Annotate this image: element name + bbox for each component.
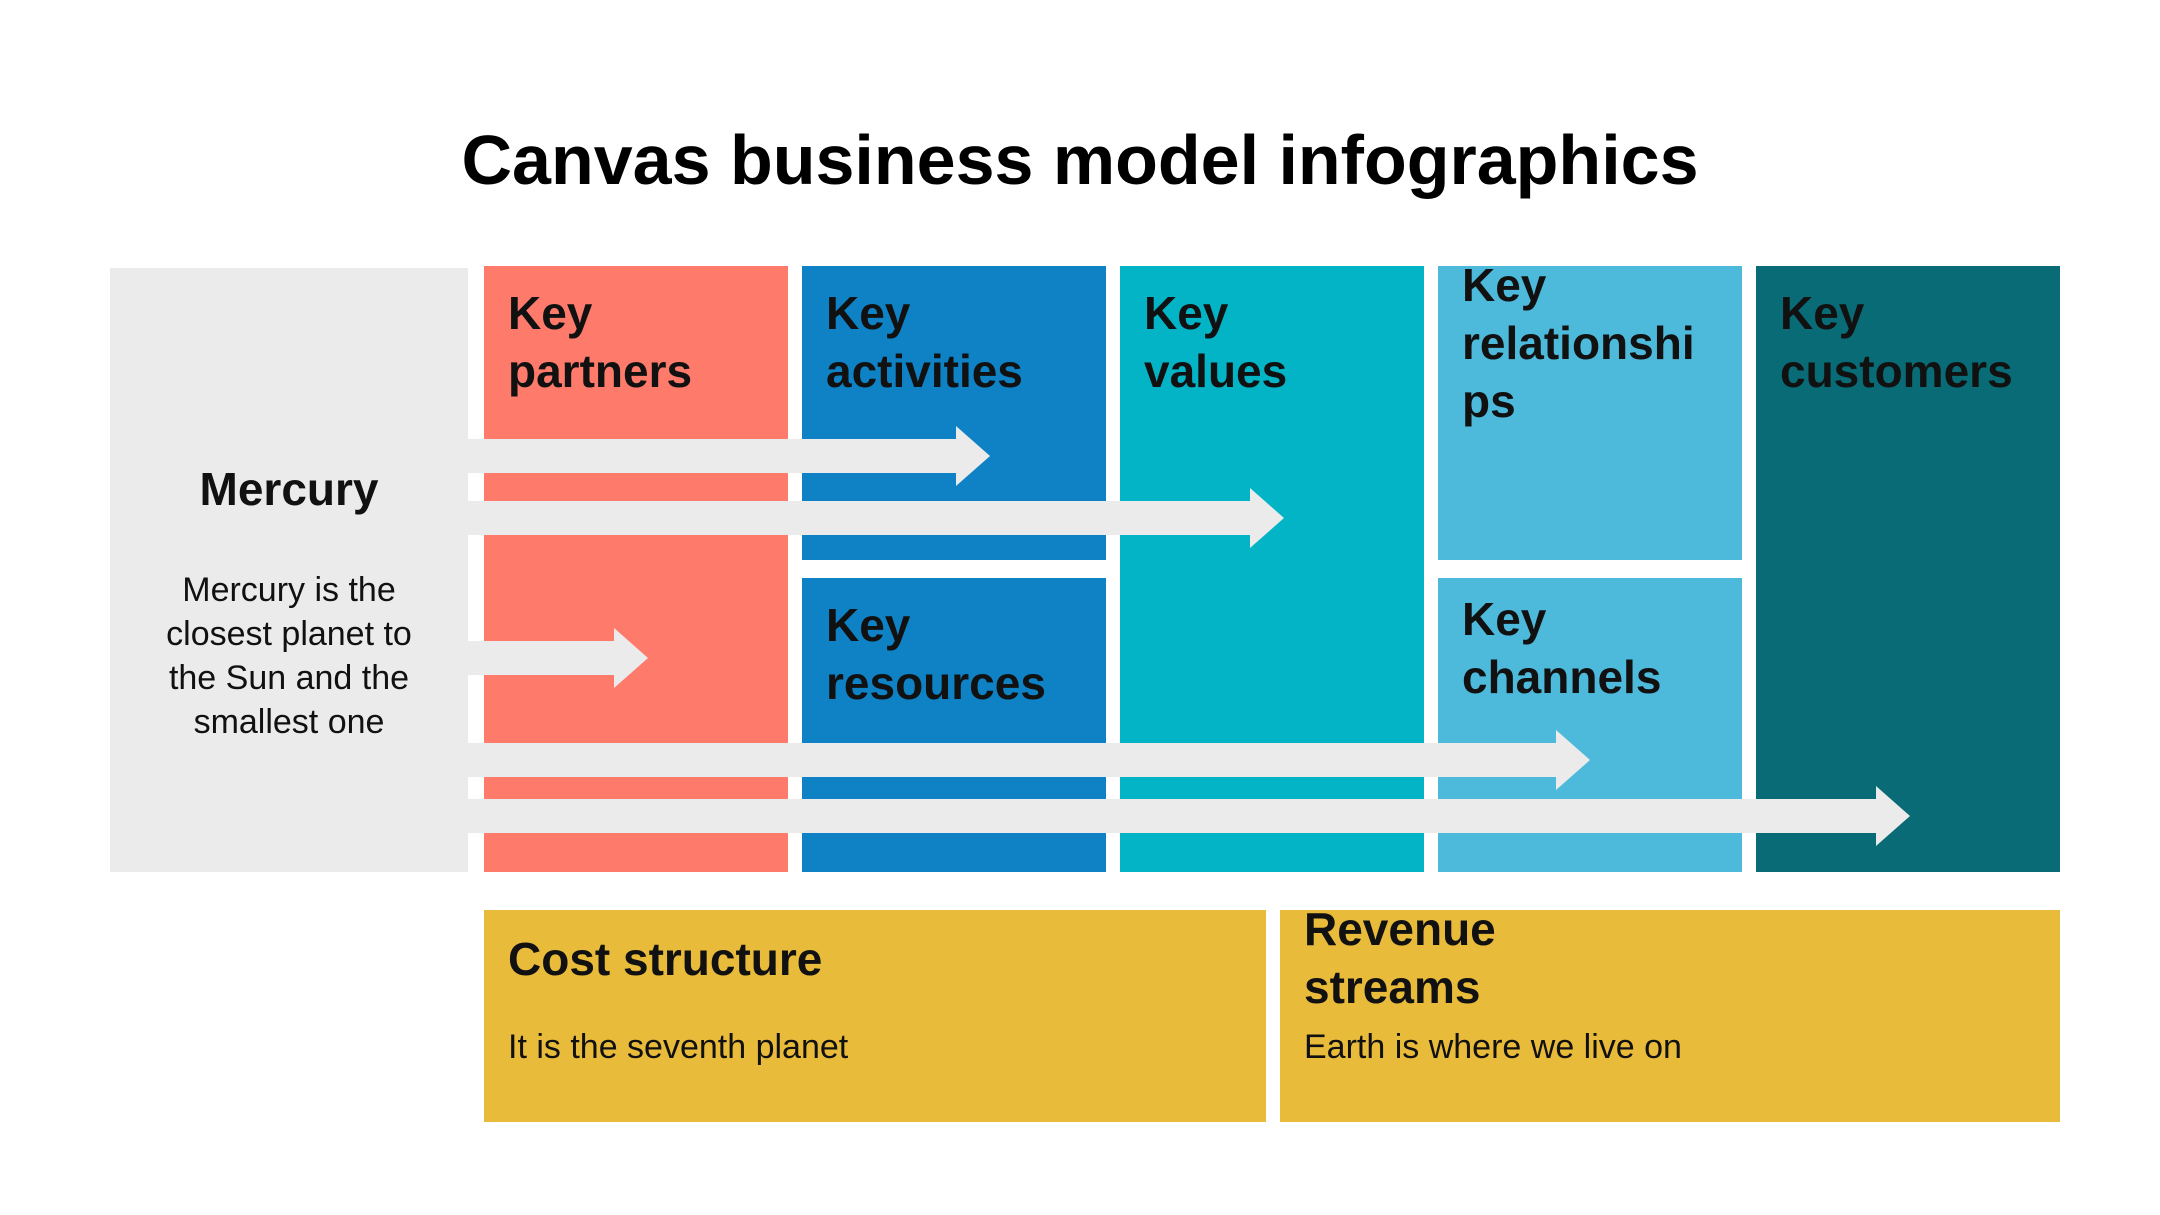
block-cost-structure-label: Cost structure: [508, 933, 823, 985]
block-revenue-streams-label: Revenue streams: [1304, 903, 1496, 1013]
arrow-to-key-customers: [468, 786, 1910, 846]
block-key-resources-label: Key resources: [826, 599, 1046, 709]
block-revenue-streams: Revenue streams Earth is where we live o…: [1280, 903, 2060, 1122]
block-key-channels-label: Key channels: [1462, 593, 1662, 703]
sidebar-title: Mercury: [199, 463, 379, 515]
block-key-relationships: Key relationshi ps: [1438, 259, 1742, 560]
arrow-to-key-channels: [468, 730, 1590, 790]
block-cost-structure: Cost structure It is the seventh planet: [484, 910, 1266, 1122]
block-cost-structure-description: It is the seventh planet: [508, 1028, 849, 1066]
block-key-customers: Key customers: [1756, 266, 2060, 872]
page-title: Canvas business model infographics: [461, 121, 1699, 199]
block-key-partners-label: Key partners: [508, 287, 693, 397]
arrow-to-key-values: [468, 488, 1284, 548]
arrow-to-key-activities: [468, 426, 990, 486]
block-key-activities-label: Key activities: [826, 287, 1023, 397]
block-key-relationships-label: Key relationshi ps: [1462, 259, 1695, 427]
block-key-customers-label: Key customers: [1780, 287, 2013, 397]
sidebar-panel: Mercury Mercury is the closest planet to…: [110, 268, 468, 872]
arrow-to-key-partners: [468, 628, 648, 688]
sidebar-description: Mercury is the closest planet to the Sun…: [166, 571, 412, 741]
block-revenue-streams-description: Earth is where we live on: [1304, 1028, 1682, 1066]
block-key-values-label: Key values: [1144, 287, 1288, 397]
